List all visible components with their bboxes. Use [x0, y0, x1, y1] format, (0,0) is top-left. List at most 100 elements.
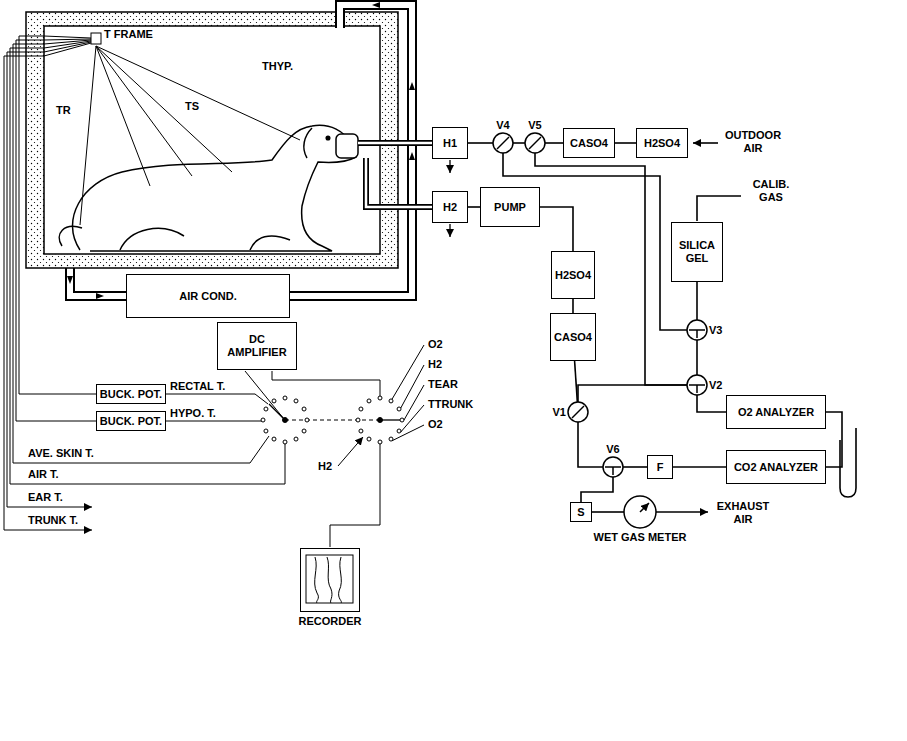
- meter-dial: [623, 495, 657, 529]
- selector-switch: [264, 407, 268, 411]
- thermocouple-wire: [91, 33, 101, 44]
- thermocouple-wire: [7, 42, 92, 507]
- chamber: [26, 12, 398, 268]
- dog-figure: [250, 236, 290, 250]
- air-duct: [70, 266, 128, 296]
- dog-figure: [59, 226, 82, 246]
- selector-switch: [359, 407, 363, 411]
- air-duct: [70, 266, 128, 296]
- chamber: [26, 12, 398, 268]
- node-label: CO2 ANALYZER: [734, 461, 818, 474]
- selector-switch: [302, 407, 306, 411]
- selector-switch: [264, 429, 268, 433]
- node-label: V2: [708, 379, 723, 392]
- signal-wire: [166, 394, 268, 404]
- node-label: F: [657, 461, 664, 474]
- thermocouple-wire: [13, 40, 269, 463]
- apparatus-box: SILICA GEL: [671, 222, 723, 282]
- node-label: V1: [552, 406, 567, 419]
- dog-figure: [120, 228, 184, 250]
- selector-switch: [359, 429, 363, 433]
- thermocouple-wire: [10, 41, 285, 484]
- gas-line: [673, 466, 726, 468]
- callout-label: OUTDOOR AIR: [722, 129, 784, 154]
- selector-switch: [380, 419, 400, 420]
- selector-switch: [397, 429, 401, 433]
- node-label: V3: [708, 324, 723, 337]
- apparatus-box: CASO4: [550, 313, 596, 361]
- node-label: CASO4: [570, 137, 608, 150]
- gas-pipe: [697, 196, 741, 221]
- sample-hose: [358, 140, 432, 146]
- node-label: CASO4: [554, 331, 592, 344]
- chamber: [44, 26, 380, 254]
- callout-label: O2: [428, 338, 443, 351]
- node-label: WET GAS METER: [594, 531, 687, 544]
- selector-switch: [389, 399, 393, 403]
- callout-label: H2: [428, 358, 442, 371]
- thermocouple-wire: [19, 36, 98, 394]
- callout-label: AVE. SKIN T.: [28, 447, 94, 460]
- thermocouple-wire: [80, 46, 96, 225]
- gas-line: [535, 153, 687, 385]
- apparatus-box: BUCK. POT.: [96, 384, 166, 404]
- node-label: V4: [495, 119, 510, 132]
- signal-wire: [245, 371, 284, 419]
- gas-line: [578, 422, 603, 467]
- apparatus-box: H1: [432, 127, 468, 159]
- valve-symbol: V6: [602, 443, 624, 478]
- apparatus-box: F: [647, 455, 673, 479]
- selector-switch: [356, 418, 360, 422]
- signal-wire: [166, 421, 262, 422]
- node-label: H2SO4: [644, 137, 680, 150]
- selector-switch: [401, 405, 424, 432]
- selector-switch: [305, 418, 309, 422]
- node-label: O2 ANALYZER: [738, 406, 814, 419]
- callout-label: TS: [185, 100, 199, 113]
- gas-line: [623, 466, 647, 468]
- callout-label: H2: [318, 460, 332, 473]
- valve-symbol: [492, 132, 514, 154]
- callout-label: EAR T.: [28, 491, 63, 504]
- callout-label: CALIB. GAS: [745, 178, 797, 203]
- node-label: AIR COND.: [179, 290, 236, 303]
- signal-wire: [272, 371, 380, 397]
- apparatus-box: H2: [432, 191, 468, 223]
- gas-line: [697, 395, 726, 412]
- gas-line: [581, 477, 613, 502]
- selector-switch: [302, 429, 306, 433]
- callout-label: HYPO. T.: [170, 407, 216, 420]
- node-label: BUCK. POT.: [100, 388, 162, 401]
- gas-line: [468, 206, 480, 208]
- thermocouple-wire: [96, 46, 300, 140]
- gas-pipe: [693, 142, 718, 144]
- apparatus-box: H2SO4: [636, 128, 688, 158]
- valve-symbol: V5: [524, 119, 546, 154]
- node-label: H2SO4: [555, 269, 591, 282]
- callout-label: EXHAUST AIR: [712, 500, 774, 525]
- selector-switch: [272, 437, 276, 441]
- apparatus-box: CASO4: [563, 128, 615, 158]
- apparatus-box: H2SO4: [551, 251, 595, 299]
- thermocouple-wire: [16, 39, 98, 421]
- valve-symbol: V2: [686, 374, 723, 396]
- valve-symbol: V3: [686, 319, 723, 341]
- callout-label: TR: [56, 104, 71, 117]
- apparatus-box: O2 ANALYZER: [726, 395, 826, 429]
- recorder-trace: [301, 549, 358, 610]
- node-label: DC AMPLIFIER: [221, 333, 293, 358]
- drain-arrow: [449, 160, 450, 173]
- node-label: V6: [605, 443, 620, 456]
- selector-switch: [283, 440, 287, 444]
- gas-line: [545, 142, 563, 144]
- selector-switch: [401, 365, 424, 408]
- recorder-chart: [300, 548, 360, 612]
- apparatus-box: DC AMPLIFIER: [217, 322, 297, 370]
- apparatus-box: CO2 ANALYZER: [726, 450, 826, 484]
- node-label: SILICA GEL: [675, 239, 719, 264]
- sample-hose: [358, 143, 432, 207]
- thermocouple-wire: [96, 46, 192, 176]
- sample-hose: [366, 158, 432, 207]
- callout-label: RECTAL T.: [170, 380, 225, 393]
